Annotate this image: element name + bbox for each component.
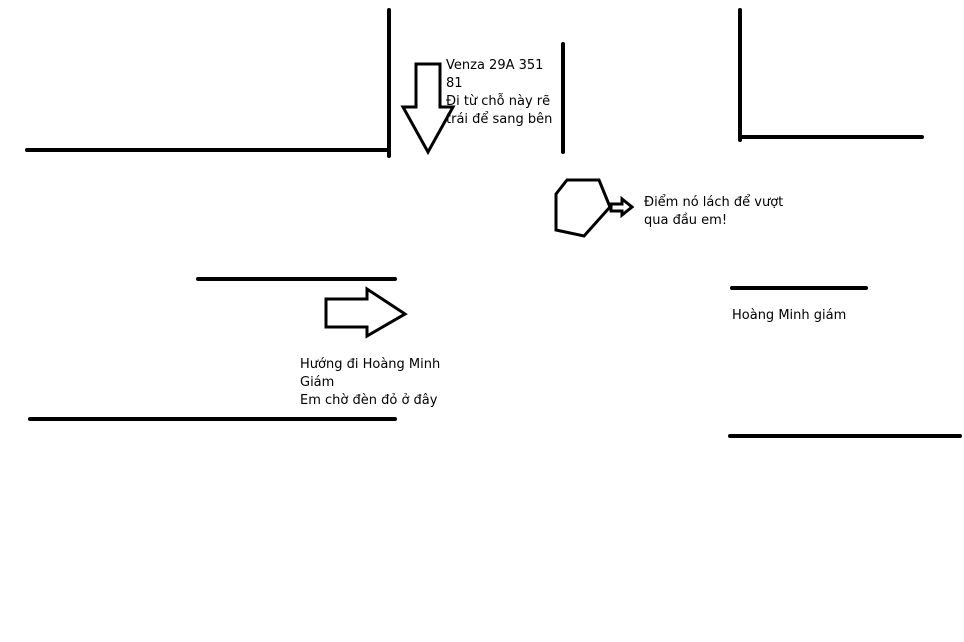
car-label: Venza 29A 351 81 Đi từ chỗ này rẽ trái đ… [446, 57, 552, 129]
my-position-label-line: Giám [300, 375, 335, 390]
overtake-label-line: qua đầu em! [644, 213, 728, 228]
overtake-label: Điểm nó lách để vượt qua đầu em! [644, 194, 783, 230]
hexagon-icon [554, 178, 612, 238]
arrow-right-small-icon [609, 195, 635, 219]
street-label-right: Hoàng Minh giám [732, 307, 846, 325]
car-label-line: 81 [446, 76, 463, 91]
car-label-line: Đi từ chỗ này rẽ [446, 94, 551, 109]
street-label-line: Hoàng Minh giám [732, 308, 847, 323]
my-position-label: Hướng đi Hoàng Minh Giám Em chờ đèn đỏ ở… [300, 356, 440, 410]
arrow-down-outline-icon [400, 62, 456, 156]
my-position-label-line: Em chờ đèn đỏ ở đây [300, 393, 438, 408]
car-label-line: Venza 29A 351 [446, 58, 544, 73]
car-label-line: trái để sang bên [446, 112, 553, 127]
my-position-label-line: Hướng đi Hoàng Minh [300, 357, 441, 372]
arrow-right-outline-icon [324, 286, 408, 339]
overtake-label-line: Điểm nó lách để vượt [644, 195, 784, 210]
